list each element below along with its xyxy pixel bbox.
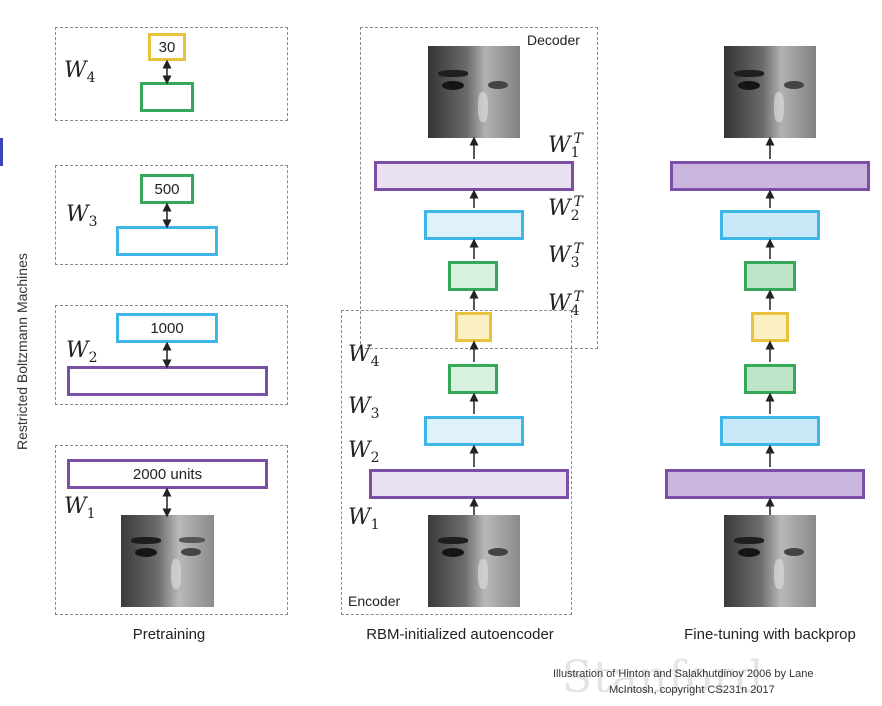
rbm2-weight-label: W2 <box>66 338 98 366</box>
rbm3-unit-label: 500 <box>154 180 180 198</box>
rbm4-unit-label: 30 <box>158 38 176 56</box>
ae-encoder-layer-1000 <box>424 416 524 446</box>
rbm2-unit-label: 1000 <box>150 319 184 337</box>
rbm3-box <box>55 165 288 265</box>
rbm4-hidden-layer: 30 <box>148 33 186 61</box>
rbm1-unit-label: 2000 units <box>132 465 203 483</box>
rbm1-box <box>55 445 288 615</box>
rbm2-hidden-layer: 1000 <box>116 313 218 343</box>
rbm4-box <box>55 27 288 121</box>
ft-decoder-layer-1000 <box>720 210 820 240</box>
encoder-label: Encoder <box>348 593 401 609</box>
stanford-watermark: Stanford <box>562 652 765 703</box>
slide-edge-mark <box>0 138 3 166</box>
finetune-output-face-image <box>724 46 816 138</box>
finetune-input-face-image <box>724 515 816 607</box>
illustration-credit: Illustration of Hinton and Salakhutdinov… <box>553 666 873 698</box>
ae-weight-w4t: W4T <box>548 289 583 319</box>
rbm3-weight-label: W3 <box>66 202 98 230</box>
ae-weight-w2t: W2T <box>548 194 583 224</box>
ae-weight-w3: W3 <box>348 394 380 422</box>
rbm2-box <box>55 305 288 405</box>
ft-output-layer <box>670 161 870 191</box>
credit-line-2: McIntosh, copyright CS231n 2017 <box>609 684 775 696</box>
ae-decoder-layer-1000 <box>424 210 524 240</box>
credit-line-1: Illustration of Hinton and Salakhutdinov… <box>553 668 814 680</box>
ae-weight-w4: W4 <box>348 342 380 370</box>
autoencoder-output-face-image <box>428 46 520 138</box>
ft-encoder-layer-2000 <box>665 469 865 499</box>
ae-weight-w1t: W1T <box>548 131 583 161</box>
rbm3-visible-layer <box>116 226 218 256</box>
ae-decoder-output-layer <box>374 161 574 191</box>
autoencoder-caption: RBM-initialized autoencoder <box>366 626 554 643</box>
ae-decoder-layer-500 <box>448 261 498 291</box>
decoder-box <box>360 27 598 349</box>
finetune-caption: Fine-tuning with backprop <box>684 626 856 643</box>
encoder-box <box>341 310 572 615</box>
autoencoder-input-face-image <box>428 515 520 607</box>
side-label-rbm: Restricted Boltzmann Machines <box>14 253 30 450</box>
ft-decoder-layer-500 <box>744 261 796 291</box>
pretraining-input-face-image <box>121 515 214 607</box>
ft-encoder-layer-500 <box>744 364 796 394</box>
ae-weight-w2: W2 <box>348 438 380 466</box>
ae-weight-w1: W1 <box>348 505 380 533</box>
ft-code-layer-30 <box>751 312 789 342</box>
ae-code-layer-30 <box>455 312 492 342</box>
ae-weight-w3t: W3T <box>548 241 583 271</box>
rbm4-visible-layer <box>140 82 194 112</box>
rbm3-hidden-layer: 500 <box>140 174 194 204</box>
ae-encoder-layer-2000 <box>369 469 569 499</box>
decoder-label: Decoder <box>527 32 580 48</box>
ft-encoder-layer-1000 <box>720 416 820 446</box>
ae-encoder-layer-500 <box>448 364 498 394</box>
rbm2-visible-layer <box>67 366 268 396</box>
pretraining-caption: Pretraining <box>132 626 206 643</box>
rbm1-hidden-layer: 2000 units <box>67 459 268 489</box>
rbm1-weight-label: W1 <box>64 494 96 522</box>
rbm4-weight-label: W4 <box>64 58 96 86</box>
